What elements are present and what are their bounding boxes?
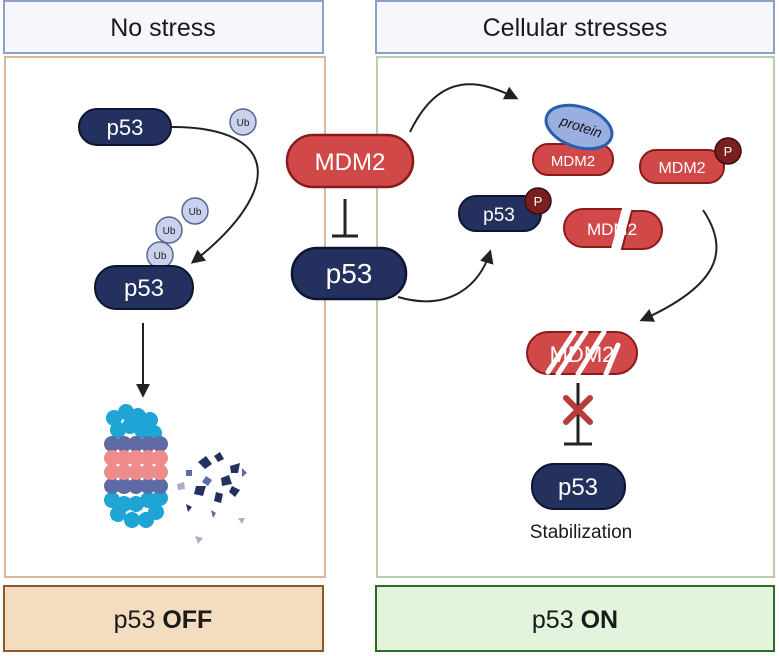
protein-ellipse: protein [544,103,614,151]
left-footer-plain: p53 [114,606,163,634]
mdm2-phosphate-label: P [724,144,733,159]
mdm2-broken-label: MDM2 [587,220,637,239]
p53-top-pill: p53 [78,108,172,146]
degradation-to-crossed-arrow [639,209,718,322]
right-footer-bold: ON [581,606,619,634]
p53-top-label: p53 [107,115,144,140]
mdm2-broken-pill: MDM2 [563,206,663,252]
p53-center-pill: p53 [290,246,408,301]
p53-phosphate-label: P [534,194,543,209]
p53-mid-label: p53 [124,275,164,302]
right-panel: Cellular stresses p53 ON [375,0,775,652]
right-footer-plain: p53 [532,606,581,634]
ub-label-4: Ub [154,251,167,262]
left-panel: No stress p53 Ub Ub Ub Ub p53 [3,0,326,652]
left-footer-bold: OFF [162,606,212,634]
p53-phosphorylated-pill: p53 P [458,187,552,232]
left-header-title: No stress [110,14,216,42]
ub-label-3: Ub [163,226,176,237]
p53-ubiquitinated-pill: p53 [94,265,194,310]
ubiquitination-arrow [171,126,259,264]
p53-phosphorylation-arrow [397,249,494,303]
mdm2-phosphorylated-pill: MDM2 P [639,137,742,184]
mdm2-phosphate-icon [714,137,742,165]
right-footer-text: p53 ON [532,606,618,634]
center-molecules: MDM2 p53 [285,133,415,301]
right-footer-box [375,585,775,652]
inhibition-bar [332,199,358,238]
mdm2-center-label: MDM2 [315,149,386,176]
ub-label-2: Ub [189,207,202,218]
p53-phosphate-icon [524,187,552,215]
mdm2-stress-arrow [409,83,519,133]
mdm2-bound-pill: MDM2 [532,143,614,176]
ubiquitin-single: Ub [229,108,257,136]
mdm2-center-pill: MDM2 [285,133,415,189]
p53-phos-label: p53 [483,205,515,226]
proteasome-icon [104,404,168,528]
p53-stable-label: p53 [558,474,598,501]
right-header-title: Cellular stresses [483,14,668,42]
left-footer-box [3,585,324,652]
left-panel-frame [4,56,326,578]
left-footer-text: p53 OFF [114,606,213,634]
ub-label-1: Ub [237,118,250,129]
blocked-inhibition [563,383,593,446]
ubiquitin-chain: Ub Ub Ub [146,197,209,269]
right-panel-frame [376,56,775,578]
mdm2-bound-label: MDM2 [551,153,595,170]
stabilization-caption: Stabilization [530,522,632,543]
peptide-fragments-icon [177,452,247,544]
p53-center-label: p53 [326,258,373,289]
mdm2-phos-label: MDM2 [658,160,705,177]
p53-stable-pill: p53 [531,463,626,510]
left-header-box [3,0,324,54]
mdm2-crossed-pill: MDM2 [526,329,638,377]
right-header-box [375,0,775,54]
cross-icon [563,395,593,425]
